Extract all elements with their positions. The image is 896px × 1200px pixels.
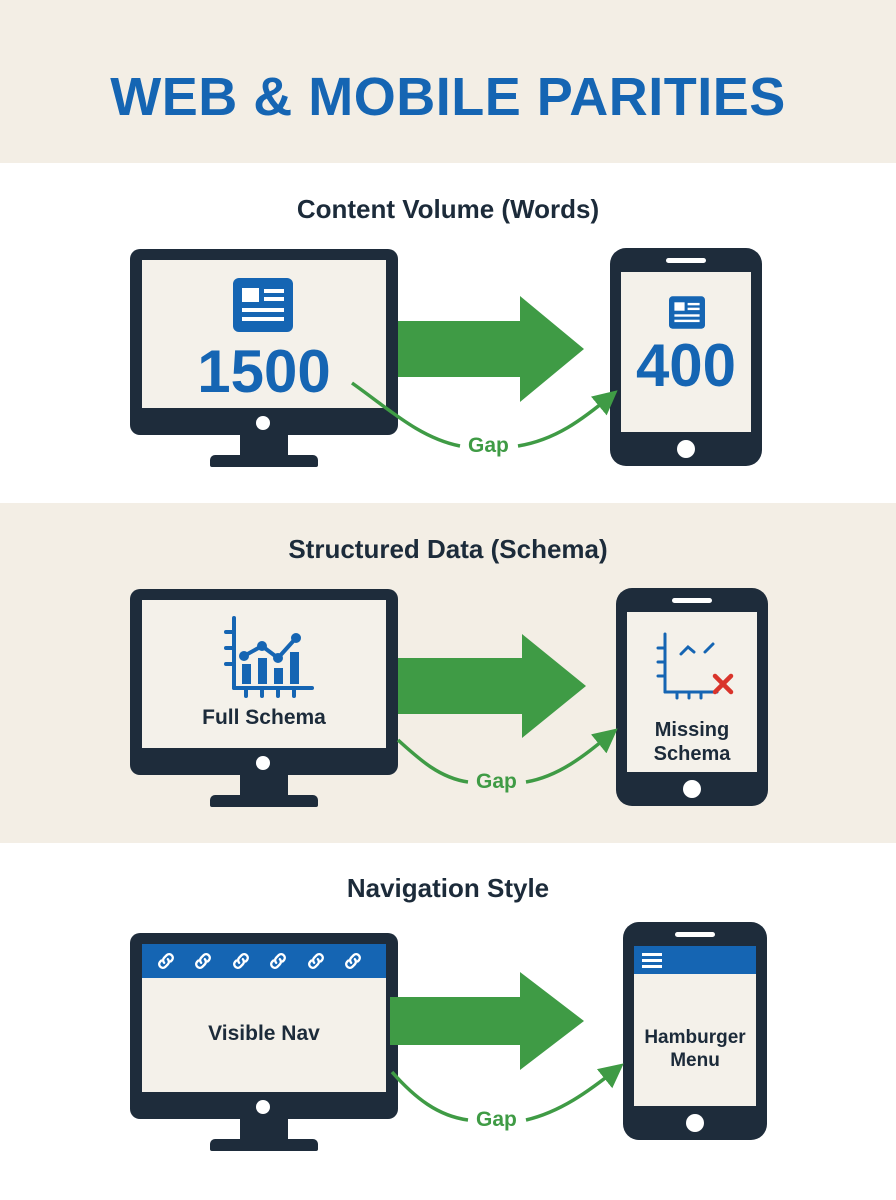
desktop-monitor-content: 1500 — [130, 249, 398, 485]
monitor-power-button — [256, 416, 270, 430]
desktop-nav-label: Visible Nav — [208, 1022, 320, 1045]
hamburger-icon — [642, 953, 662, 968]
section-title-navigation: Navigation Style — [346, 873, 550, 903]
monitor-base — [210, 795, 318, 807]
gap-curve-arrow — [517, 390, 618, 448]
page-title: WEB & MOBILE PARITIES — [110, 67, 786, 127]
phone-home-button — [683, 780, 701, 798]
gap-curve-left — [350, 381, 461, 448]
gap-curve-left — [390, 1070, 469, 1122]
gap-label-navigation: Gap — [476, 1108, 517, 1131]
mobile-word-count: 400 — [635, 332, 737, 399]
mobile-schema-label-line2: Schema — [653, 743, 731, 765]
gap-curve-arrow — [525, 1063, 624, 1122]
phone-screen: 400 — [621, 272, 751, 432]
phone-speaker — [666, 258, 706, 263]
document-icon — [233, 278, 293, 332]
mobile-phone-content: 400 — [610, 248, 762, 466]
desktop-monitor-navigation: Visible Nav — [130, 933, 398, 1169]
title-band — [0, 0, 896, 163]
mobile-phone-schema: Missing Schema — [616, 588, 768, 806]
desktop-nav-bar — [142, 944, 386, 978]
mobile-nav-label-line1: Hamburger — [644, 1027, 746, 1048]
phone-home-button — [677, 440, 695, 458]
monitor-screen: Full Schema — [142, 600, 386, 748]
phone-speaker — [675, 932, 715, 937]
monitor-base — [210, 1139, 318, 1151]
gap-label-content: Gap — [468, 434, 509, 457]
chart-icon — [224, 616, 314, 698]
phone-screen: Hamburger Menu — [634, 946, 756, 1106]
phone-home-button — [686, 1114, 704, 1132]
mobile-header-bar — [634, 946, 756, 974]
section-title-content: Content Volume (Words) — [296, 194, 600, 224]
desktop-word-count: 1500 — [197, 338, 331, 405]
section-title-schema: Structured Data (Schema) — [288, 534, 608, 564]
block-arrow-right — [398, 296, 584, 402]
desktop-monitor-schema: Full Schema — [130, 589, 398, 825]
monitor-screen: 1500 — [142, 260, 386, 408]
desktop-schema-label: Full Schema — [202, 706, 326, 729]
mobile-schema-label-line1: Missing — [654, 719, 730, 741]
monitor-power-button — [256, 756, 270, 770]
phone-speaker — [672, 598, 712, 603]
gap-label-schema: Gap — [476, 770, 517, 793]
monitor-power-button — [256, 1100, 270, 1114]
mobile-phone-navigation: Hamburger Menu — [623, 922, 767, 1140]
monitor-base — [210, 455, 318, 467]
gap-curve-left — [396, 738, 469, 784]
broken-chart-icon — [656, 632, 734, 700]
block-arrow-right — [398, 634, 586, 738]
block-arrow-right — [390, 972, 584, 1070]
mobile-nav-label-line2: Menu — [670, 1050, 720, 1071]
phone-screen: Missing Schema — [627, 612, 757, 772]
document-icon — [669, 296, 705, 329]
monitor-screen: Visible Nav — [142, 944, 386, 1092]
gap-curve-arrow — [525, 728, 618, 784]
